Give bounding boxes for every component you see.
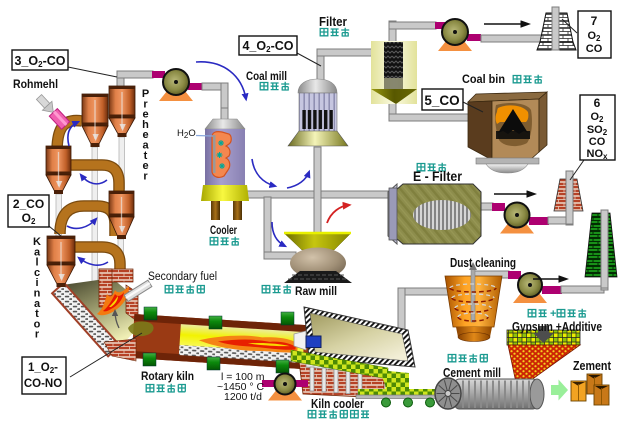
svg-text:P: P	[142, 88, 149, 100]
svg-text:l: l	[35, 257, 38, 269]
svg-text:Cooler: Cooler	[210, 225, 237, 237]
svg-text:6: 6	[594, 96, 601, 110]
svg-text:a: a	[34, 298, 41, 310]
svg-text:CO: CO	[589, 136, 606, 148]
svg-text:h: h	[142, 119, 149, 131]
svg-text:~1450 ° C: ~1450 ° C	[217, 381, 265, 393]
svg-text:t: t	[144, 150, 148, 162]
svg-text:l = 100 m: l = 100 m	[221, 371, 265, 383]
svg-text:Zement: Zement	[573, 358, 612, 373]
svg-text:e: e	[142, 129, 148, 141]
svg-text:Dust cleaning: Dust cleaning	[450, 256, 516, 270]
svg-text:O2: O2	[587, 30, 601, 43]
svg-text:5_CO: 5_CO	[424, 93, 459, 108]
svg-text:r: r	[143, 170, 148, 182]
svg-text:Cement mill: Cement mill	[443, 366, 501, 380]
svg-text:o: o	[34, 318, 41, 330]
svg-text:3_O2-CO: 3_O2-CO	[14, 54, 65, 69]
svg-text:Coal bin: Coal bin	[462, 72, 505, 86]
svg-text:Rotary kiln: Rotary kiln	[141, 369, 194, 383]
svg-text:Raw mill: Raw mill	[295, 284, 337, 298]
svg-text:1_O2-: 1_O2-	[28, 362, 58, 375]
svg-text:a: a	[142, 140, 149, 152]
svg-text:K: K	[33, 236, 41, 248]
svg-text:i: i	[35, 277, 38, 289]
svg-text:1200 t/d: 1200 t/d	[224, 391, 262, 403]
svg-text:r: r	[35, 329, 40, 341]
svg-text:n: n	[34, 288, 41, 300]
svg-text:E - Filter: E - Filter	[413, 168, 462, 184]
svg-text:2_CO: 2_CO	[13, 197, 44, 211]
svg-text:a: a	[34, 246, 41, 258]
svg-text:t: t	[35, 308, 39, 320]
svg-text:7: 7	[591, 14, 598, 28]
svg-text:e: e	[142, 160, 148, 172]
svg-text:+: +	[550, 308, 556, 320]
svg-text:H2O: H2O	[177, 128, 196, 140]
svg-text:NOx: NOx	[587, 148, 609, 161]
svg-text:Secondary fuel: Secondary fuel	[148, 271, 217, 283]
svg-text:Rohmehl: Rohmehl	[13, 79, 58, 91]
svg-text:CO-NO: CO-NO	[24, 378, 62, 390]
svg-text:Kiln cooler: Kiln cooler	[311, 397, 364, 411]
svg-text:c: c	[34, 267, 40, 279]
svg-text:Coal mill: Coal mill	[246, 69, 287, 83]
svg-text:r: r	[143, 98, 148, 110]
svg-text:Gypsum +Additive: Gypsum +Additive	[512, 319, 602, 334]
svg-text:CO: CO	[586, 43, 603, 55]
svg-text:O2: O2	[590, 111, 604, 124]
svg-text:Filter: Filter	[319, 15, 347, 29]
svg-text:SO2: SO2	[587, 124, 608, 137]
svg-text:e: e	[142, 109, 148, 121]
svg-text:4_O2-CO: 4_O2-CO	[242, 39, 293, 54]
